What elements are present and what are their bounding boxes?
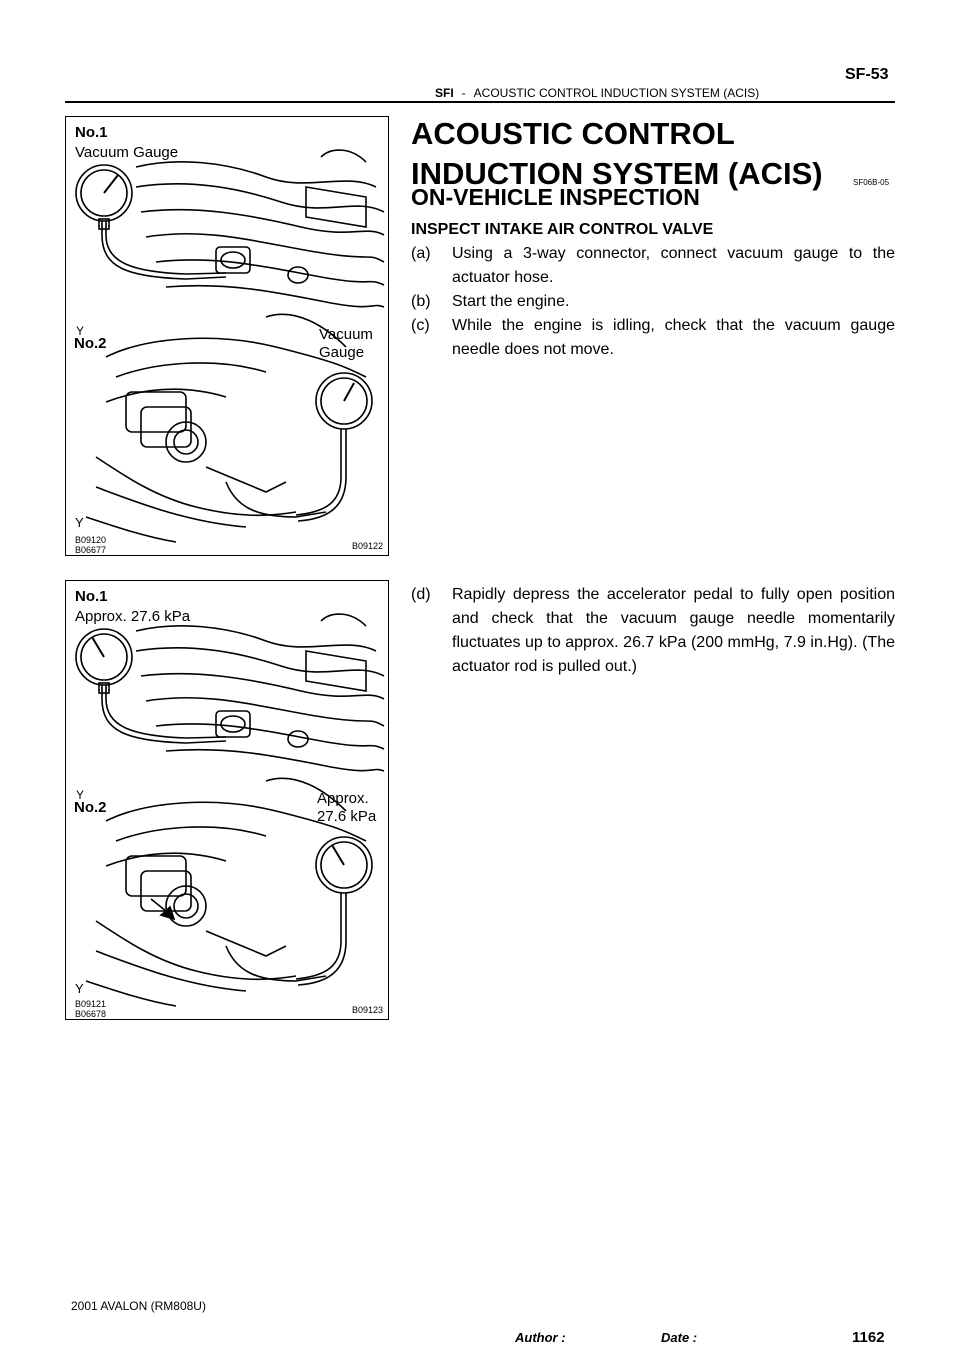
date-label: Date : (661, 1330, 698, 1345)
step-b: (b) Start the engine. (411, 290, 895, 314)
label-vacuum-gauge-2-line2: Gauge (319, 344, 365, 361)
header-separator: - (461, 86, 466, 100)
figure-code-c: B09122 (352, 541, 384, 551)
step-d: (d) Rapidly depress the accelerator peda… (411, 583, 895, 679)
label-pressure-2-line2: 27.6 kPa (317, 808, 377, 825)
page-code: SF-53 (845, 66, 889, 83)
figure-code-a: B09120 (75, 535, 107, 545)
label-pressure-1: Approx. 27.6 kPa (75, 608, 191, 625)
step-text: Start the engine. (452, 293, 570, 310)
step-text: Using a 3-way connector, connect vacuum … (452, 245, 895, 286)
vehicle-model: 2001 AVALON (RM808U) (71, 1299, 206, 1313)
step-text: Rapidly depress the accelerator pedal to… (452, 586, 895, 675)
engine-illustration-1 (75, 149, 385, 543)
section-heading: INSPECT INTAKE AIR CONTROL VALVE (411, 221, 714, 238)
label-no1: No.1 (75, 124, 108, 141)
mark-y-top: Y (76, 788, 85, 802)
step-a: (a) Using a 3-way connector, connect vac… (411, 242, 895, 290)
section-name: SFI (435, 86, 454, 100)
author-label: Author : (515, 1330, 566, 1345)
header-title: ACOUSTIC CONTROL INDUCTION SYSTEM (ACIS) (473, 86, 760, 100)
page-number: 1162 (852, 1329, 885, 1346)
label-vacuum-gauge-2-line1: Vacuum (319, 326, 373, 343)
step-label: (c) (411, 317, 430, 334)
mark-y-bottom: Y (75, 981, 84, 996)
figure-code-c: B09123 (352, 1005, 384, 1015)
figure-code-b: B06678 (75, 1009, 107, 1019)
step-label: (b) (411, 293, 431, 310)
figure-full-throttle-vacuum: No.1 Approx. 27.6 kPa Y No.2 Approx. 27.… (65, 580, 389, 1020)
label-no2: No.2 (74, 335, 107, 352)
engine-illustration-2 (75, 613, 385, 1007)
label-vacuum-gauge-1: Vacuum Gauge (75, 144, 179, 161)
step-label: (a) (411, 245, 431, 262)
label-no2: No.2 (74, 799, 107, 816)
header-rule (65, 101, 895, 103)
figure-code-b: B06677 (75, 545, 107, 555)
figure-idle-vacuum-gauge: No.1 Vacuum Gauge Y No.2 Vacuum Gauge Y … (65, 116, 389, 556)
figure-code-a: B09121 (75, 999, 107, 1009)
step-text: While the engine is idling, check that t… (452, 317, 895, 358)
main-title: ACOUSTIC CONTROL INDUCTION SYSTEM (ACIS) (411, 116, 823, 191)
label-pressure-2-line1: Approx. (317, 790, 369, 807)
step-label: (d) (411, 586, 431, 603)
running-header: SFI-ACOUSTIC CONTROL INDUCTION SYSTEM (A… (435, 86, 759, 100)
step-c: (c) While the engine is idling, check th… (411, 314, 895, 362)
label-no1: No.1 (75, 588, 108, 605)
mark-y-top: Y (76, 324, 85, 338)
sub-title: ON-VEHICLE INSPECTION (411, 184, 700, 210)
reference-code: SF06B-05 (853, 178, 890, 187)
mark-y-bottom: Y (75, 515, 84, 530)
